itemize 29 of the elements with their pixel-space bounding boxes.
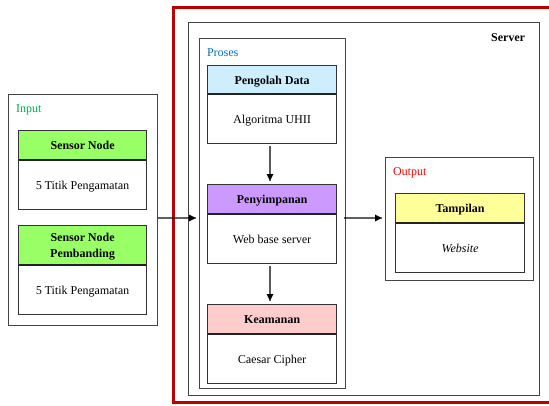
panel-title: Server [491,29,525,46]
card-text: Website [442,240,478,256]
card-text: Web base server [232,231,312,247]
group-box [8,94,158,326]
card-header: Pengolah Data [208,66,336,95]
arrow [266,266,274,301]
arrow [158,214,196,222]
component-card [207,184,337,264]
card-header: Keamanan [208,305,336,335]
group-title: Output [393,163,426,180]
card-text: Caesar Cipher [238,351,306,367]
card-text: Algoritma UHII [233,111,311,127]
group-title: Proses [207,44,238,61]
component-card [207,65,337,144]
arrow [344,214,382,222]
card-header: Sensor Node Pembanding [19,226,146,266]
card-header: Tampilan [396,194,524,224]
component-card [18,130,147,210]
arrow [266,146,274,181]
group-box [199,38,346,389]
component-card [18,225,147,315]
group-box [385,157,534,281]
component-card [395,193,525,273]
component-card [207,304,337,384]
card-text: 5 Titik Pengamatan [36,282,130,298]
card-text: 5 Titik Pengamatan [36,177,130,193]
group-title: Input [16,100,42,117]
card-header: Penyimpanan [208,185,336,215]
card-header: Sensor Node [19,131,146,161]
